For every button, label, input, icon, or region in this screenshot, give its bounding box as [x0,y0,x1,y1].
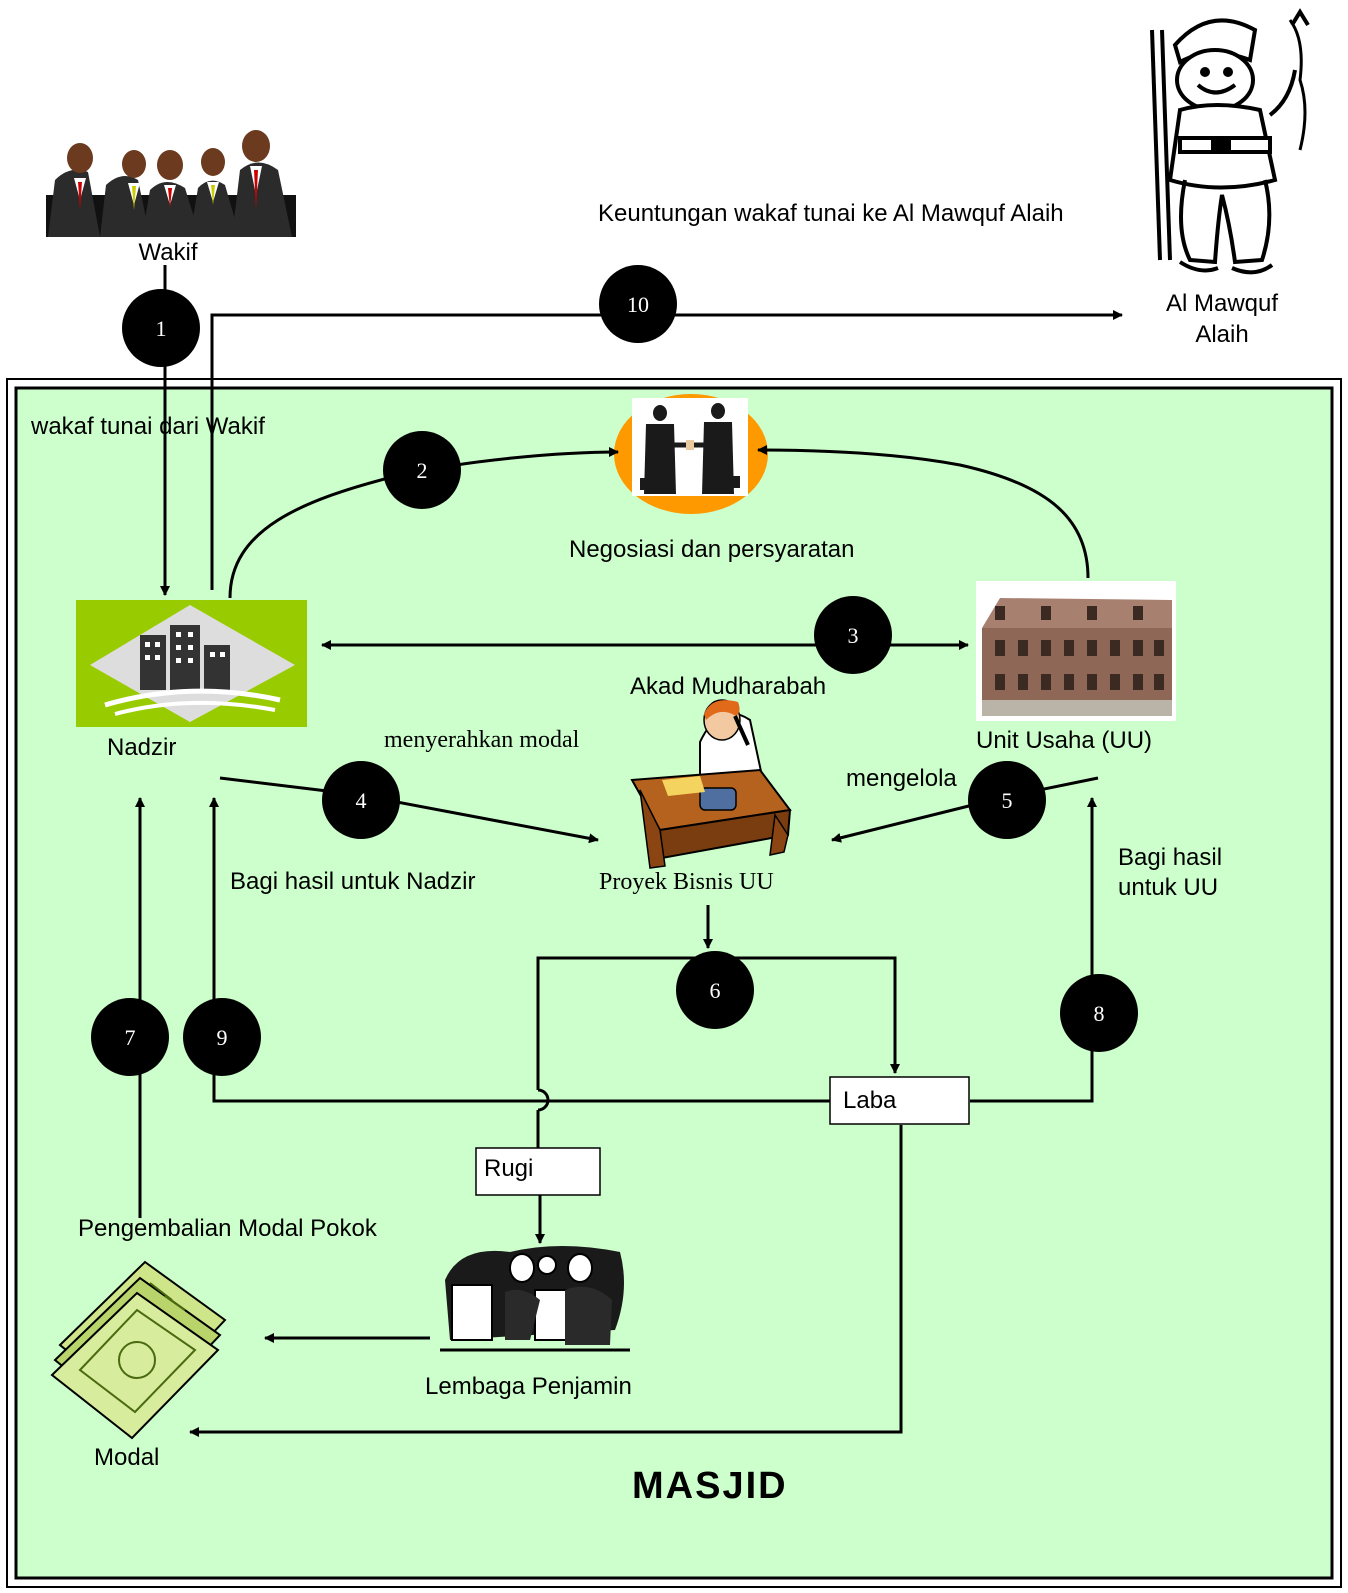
keuntungan-label: Keuntungan wakaf tunai ke Al Mawquf Alai… [598,200,1064,227]
modal-label: Modal [94,1444,159,1471]
nadzir-label: Nadzir [107,734,176,761]
step-3-label: 3 [848,623,859,648]
step-10: 10 [599,265,677,343]
bagi-uu-label-line2: untuk UU [1118,874,1218,901]
mawquf-label-line1: Al Mawquf [1166,290,1278,317]
building-photo-icon [976,581,1176,721]
step-1: 1 [122,289,200,367]
step-7-label: 7 [125,1025,136,1050]
step-9: 9 [183,998,261,1076]
step-8-label: 8 [1094,1001,1105,1026]
office-buildings-logo-icon [76,600,307,727]
laba-box: Laba [829,1076,970,1125]
step-6: 6 [676,951,754,1029]
pengembalian-label: Pengembalian Modal Pokok [78,1215,378,1242]
step-2: 2 [383,431,461,509]
rugi-label: Rugi [484,1155,533,1182]
unit-usaha-label: Unit Usaha (UU) [976,727,1152,754]
text-labels: Wakif Keuntungan wakaf tunai ke Al Mawqu… [30,200,1278,1507]
step-2-label: 2 [417,458,428,483]
step-circles: 1 10 2 3 4 5 6 7 9 8 [91,265,1138,1076]
step-7: 7 [91,998,169,1076]
step-4: 4 [322,761,400,839]
hunter-cartoon-icon [1150,8,1310,275]
step-5: 5 [968,761,1046,839]
handshake-icon [614,394,768,514]
rugi-box: Rugi [475,1147,601,1196]
step-9-label: 9 [217,1025,228,1050]
bagi-nadzir-label: Bagi hasil untuk Nadzir [230,868,475,895]
mawquf-label-line2: Alaih [1195,321,1248,348]
step-5-label: 5 [1002,788,1013,813]
wakif-label: Wakif [138,239,197,266]
menyerahkan-label: menyerahkan modal [384,727,580,753]
step-4-label: 4 [356,788,367,813]
step-6-label: 6 [710,978,721,1003]
masjid-label: MASJID [632,1465,788,1507]
bagi-uu-label-line1: Bagi hasil [1118,844,1222,871]
wakaf-tunai-label: wakaf tunai dari Wakif [30,413,265,440]
laba-label: Laba [843,1087,897,1114]
bank-teller-icon [440,1246,630,1352]
negosiasi-label: Negosiasi dan persyaratan [569,536,855,563]
lembaga-label: Lembaga Penjamin [425,1373,632,1400]
step-3: 3 [814,596,892,674]
money-stack-icon [50,1260,227,1440]
step-1-label: 1 [156,316,167,341]
phone-desk-worker-icon [630,699,792,869]
mengelola-label: mengelola [846,765,957,792]
step-8: 8 [1060,974,1138,1052]
akad-label: Akad Mudharabah [630,673,826,700]
step-10-label: 10 [627,292,649,317]
businessmen-group-icon [46,130,296,237]
proyek-label: Proyek Bisnis UU [599,869,774,895]
